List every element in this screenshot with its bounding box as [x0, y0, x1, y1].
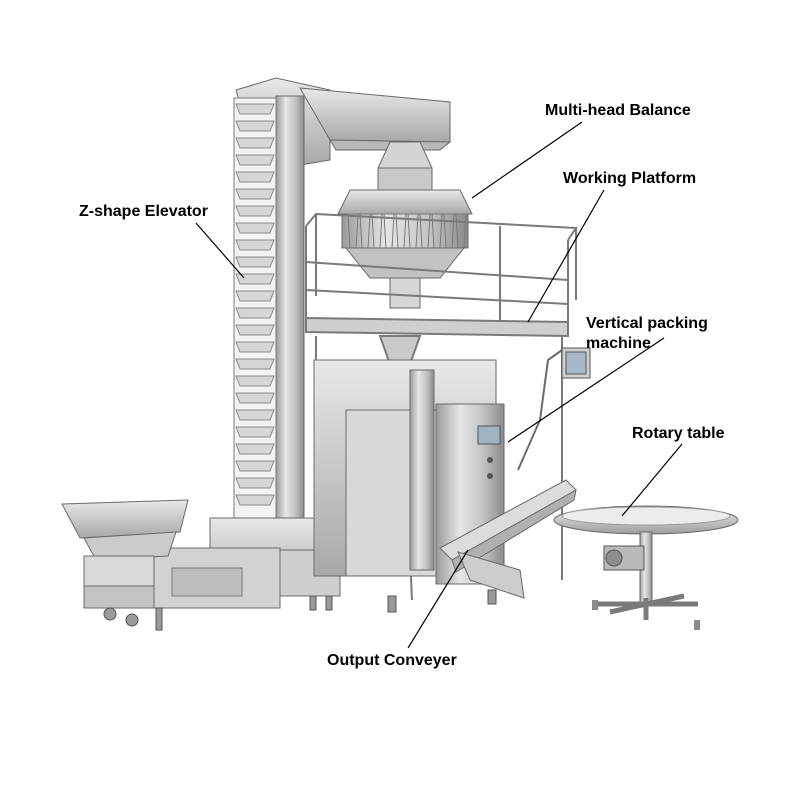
elevator-bucket — [235, 137, 275, 149]
label-rotary-table: Rotary table — [632, 425, 725, 442]
elevator-bucket — [235, 120, 275, 132]
elevator-bucket — [235, 324, 275, 336]
label-output-conveyer: Output Conveyer — [327, 652, 457, 669]
multi-head-balance — [337, 141, 473, 309]
leader-rotary-table — [621, 443, 683, 517]
label-working-platform: Working Platform — [563, 170, 697, 187]
elevator-bucket — [235, 443, 275, 455]
elevator-bucket — [235, 358, 275, 370]
leader-multi-head-balance — [471, 121, 583, 199]
elevator-bucket — [235, 426, 275, 438]
z-shape-elevator — [61, 77, 341, 631]
elevator-bucket — [235, 171, 275, 183]
label-z-shape-elevator: Z-shape Elevator — [79, 203, 208, 220]
elevator-bucket — [235, 290, 275, 302]
label-vertical-packing-machine: Vertical packing machine — [586, 314, 708, 354]
leader-output-conveyer — [407, 549, 469, 649]
elevator-bucket — [235, 205, 275, 217]
elevator-bucket — [235, 341, 275, 353]
elevator-bucket — [235, 103, 275, 115]
elevator-bucket — [235, 239, 275, 251]
elevator-bucket — [235, 273, 275, 285]
elevator-bucket — [235, 307, 275, 319]
leader-z-shape-elevator — [195, 222, 245, 279]
elevator-bucket — [235, 494, 275, 506]
rotary-table — [553, 505, 739, 630]
elevator-bucket — [235, 256, 275, 268]
elevator-bucket — [235, 409, 275, 421]
label-vertical-packing-line2: machine — [586, 335, 651, 352]
output-conveyer — [439, 479, 577, 599]
elevator-bucket — [235, 477, 275, 489]
elevator-bucket — [235, 375, 275, 387]
leader-lines — [195, 121, 683, 649]
elevator-bucket — [235, 392, 275, 404]
label-vertical-packing-line1: Vertical packing — [586, 315, 708, 332]
leader-working-platform — [527, 189, 605, 323]
elevator-bucket — [235, 188, 275, 200]
elevator-bucket — [235, 154, 275, 166]
leader-vertical-packing-machine — [507, 337, 665, 443]
label-multi-head-balance: Multi-head Balance — [545, 102, 691, 119]
elevator-bucket — [235, 222, 275, 234]
elevator-bucket — [235, 460, 275, 472]
vertical-packing-machine — [313, 347, 591, 613]
